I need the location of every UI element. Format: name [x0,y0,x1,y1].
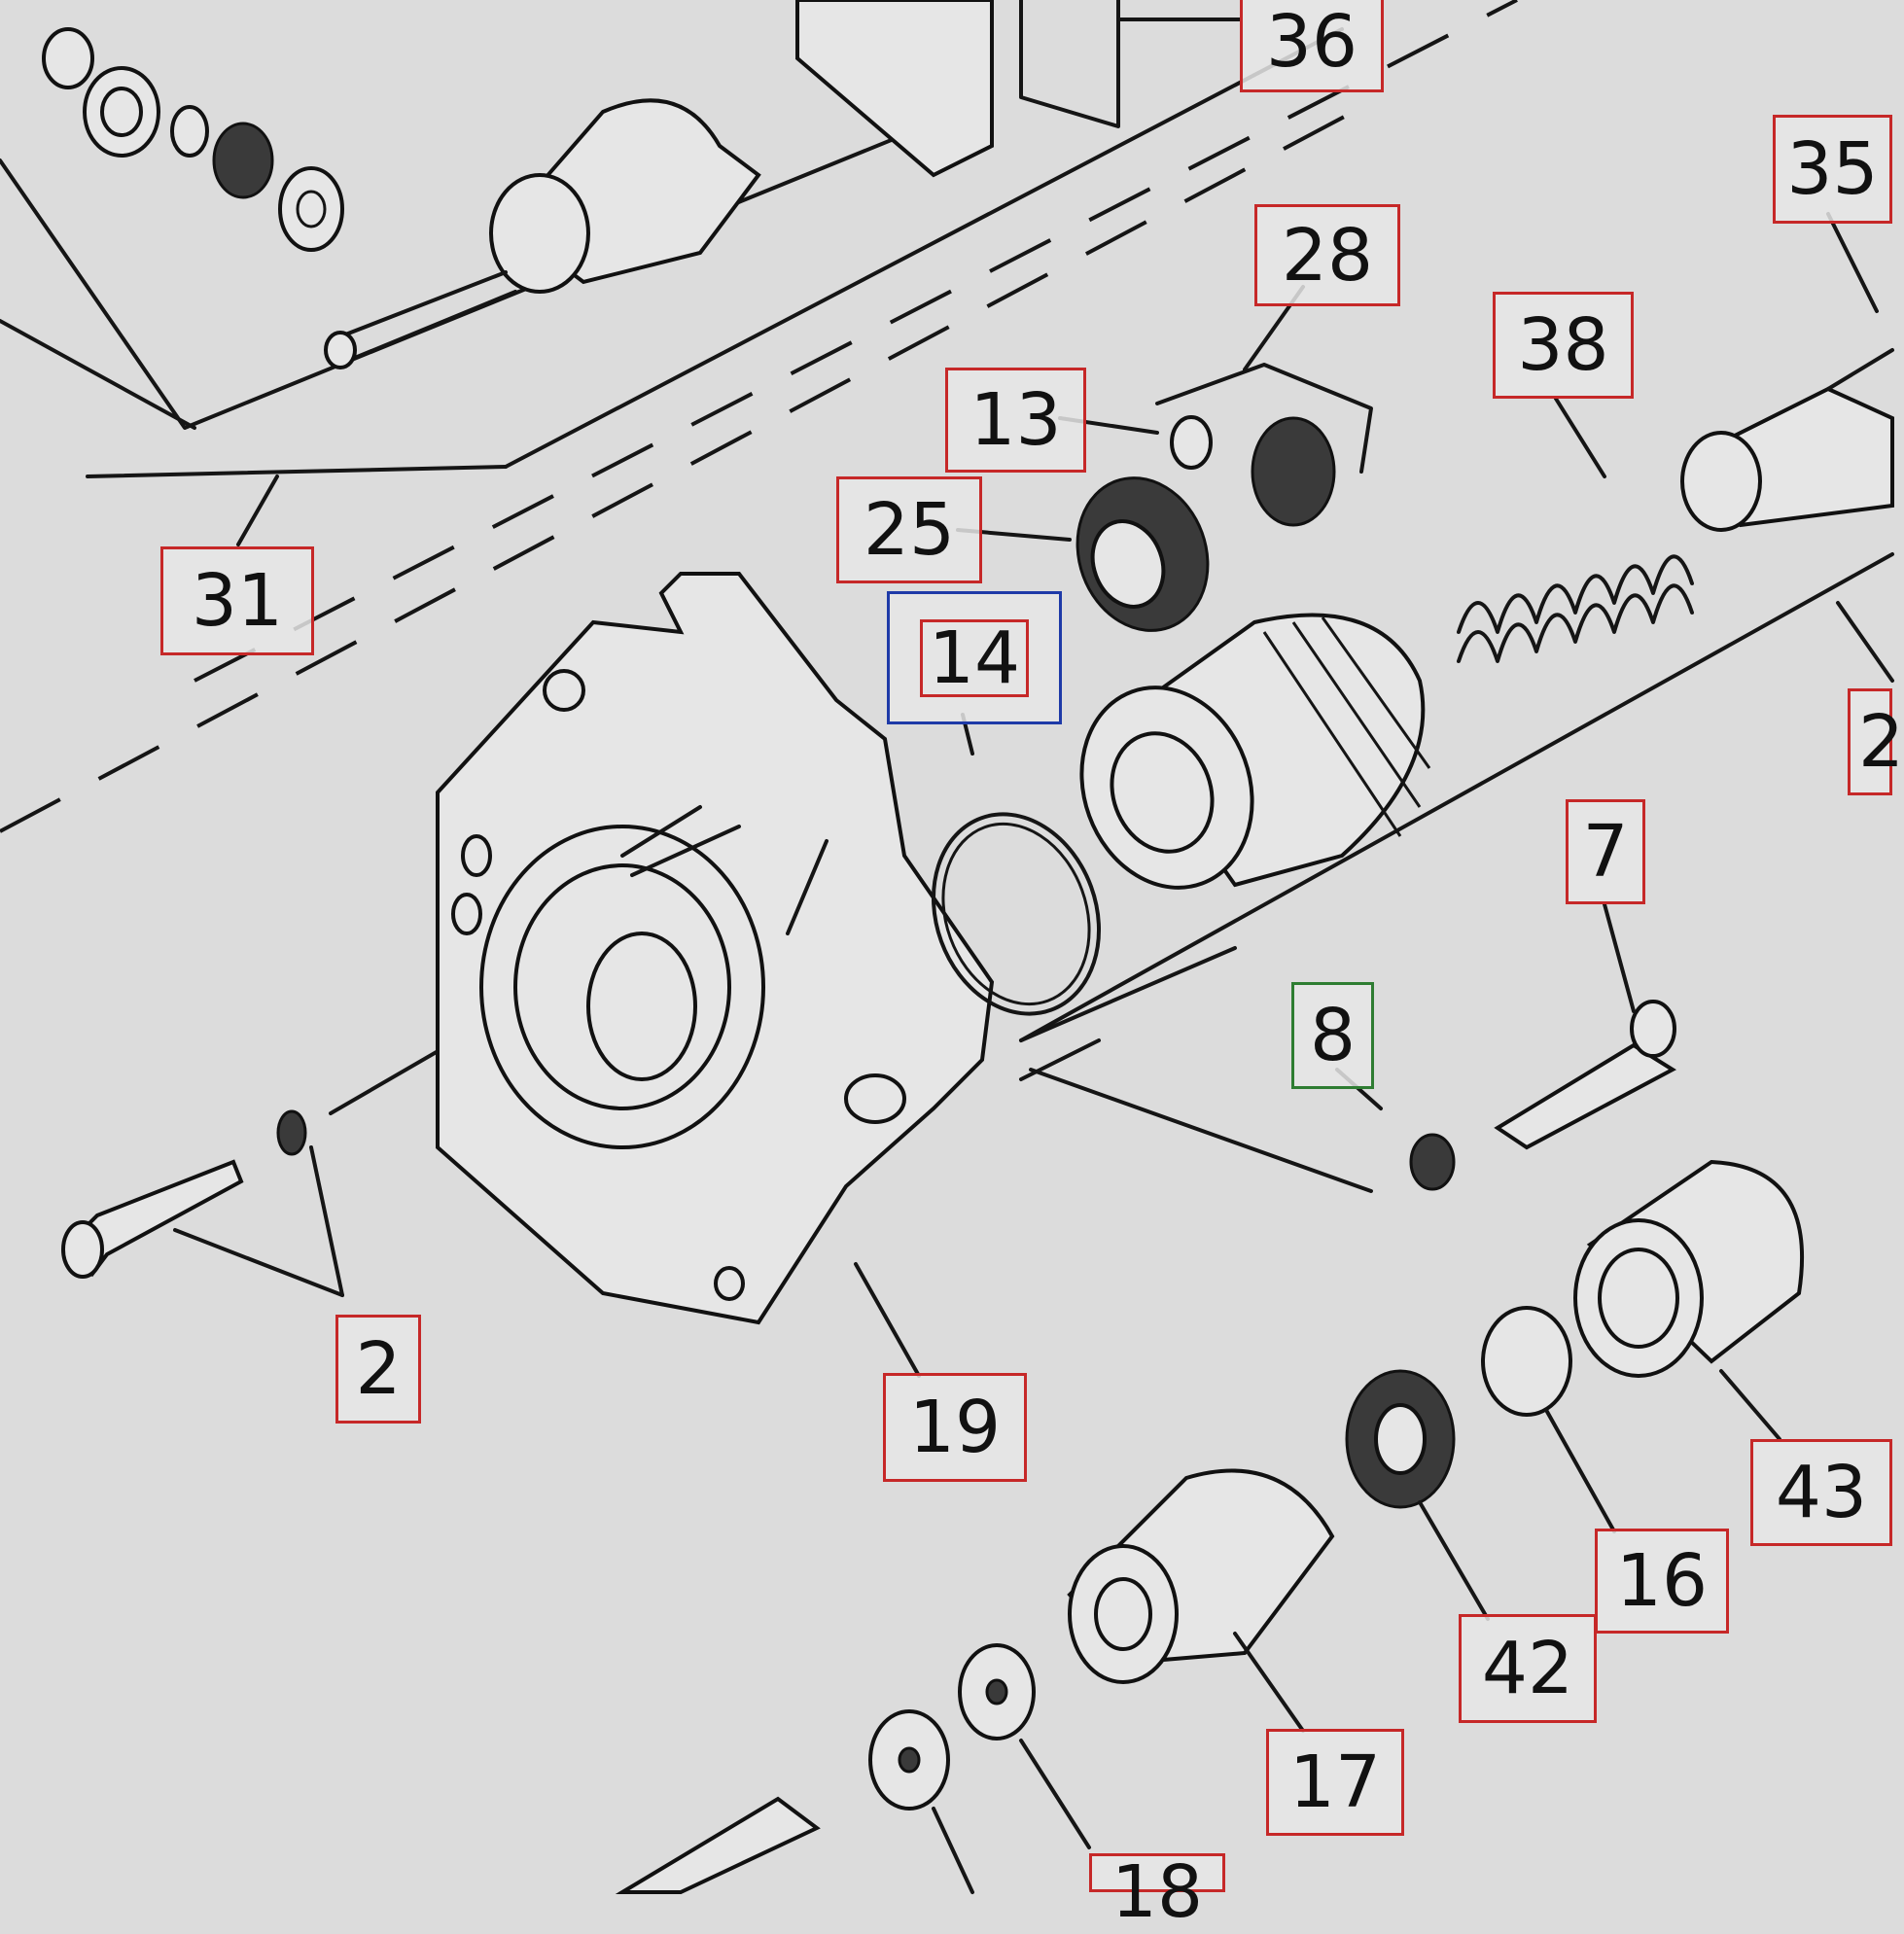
callout-2-partial-right[interactable]: 2 [1848,688,1904,795]
callout-19-label: 19 [908,1386,1002,1469]
callout-7-label: 7 [1582,810,1629,894]
callout-42-label: 42 [1481,1627,1574,1710]
callout-17-label: 17 [1288,1741,1382,1824]
callout-13[interactable]: 13 [945,368,1086,473]
upper-shaft-assembly [0,0,1120,430]
spring-part-38 [1457,554,1694,663]
callout-leader-lines [236,18,1894,1378]
callout-28-label: 28 [1281,213,1374,298]
o-ring-part-14 [931,812,1102,1016]
callout-35-label: 35 [1786,127,1879,211]
callout-2-partial-label: 2 [1858,700,1904,784]
callout-31[interactable]: 31 [160,546,314,655]
callout-19[interactable]: 19 [883,1373,1027,1482]
callout-17[interactable]: 17 [1266,1729,1404,1836]
bolt-part-7 [1335,902,1676,1191]
bottom-washers-and-stud [615,1643,1091,1894]
bolt-part-2 [61,1109,344,1297]
callout-8-label: 8 [1309,994,1357,1077]
callout-16[interactable]: 16 [1595,1529,1729,1634]
callout-36-label: 36 [1265,0,1358,84]
callout-36[interactable]: 36 [1240,0,1384,92]
callout-35[interactable]: 35 [1773,115,1892,224]
callout-25-label: 25 [863,488,956,572]
pin-and-bushing-13-28 [1155,363,1373,527]
callout-31-label: 31 [191,559,284,643]
shaft-part-35 [1680,348,1894,532]
gear-part-25 [1075,476,1210,632]
callout-25[interactable]: 25 [836,476,982,583]
callout-2-label: 2 [355,1327,402,1411]
lower-parts-43-16-42-17 [1067,1159,1805,1733]
callout-14-selected[interactable]: 14 [887,591,1062,724]
callout-42[interactable]: 42 [1459,1614,1597,1723]
callout-38[interactable]: 38 [1493,292,1634,399]
spline-gear-assembly [1079,613,1431,890]
callout-2[interactable]: 2 [335,1315,421,1424]
callout-18-label: 18 [1111,1850,1204,1934]
exploded-parts-drawing [0,0,1894,1894]
housing-part-19 [436,572,995,1325]
assembly-guide-lines [0,0,1894,1193]
callout-43[interactable]: 43 [1750,1439,1892,1546]
callout-38-label: 38 [1517,303,1609,387]
callout-8-hover[interactable]: 8 [1291,982,1374,1089]
callout-28[interactable]: 28 [1254,204,1400,306]
callout-18-partial[interactable]: 18 [1089,1853,1225,1928]
callout-13-label: 13 [970,378,1062,462]
callout-7[interactable]: 7 [1566,799,1645,904]
callout-16-label: 16 [1615,1539,1709,1623]
callout-14-label: 14 [919,618,1030,697]
callout-43-label: 43 [1775,1451,1868,1534]
